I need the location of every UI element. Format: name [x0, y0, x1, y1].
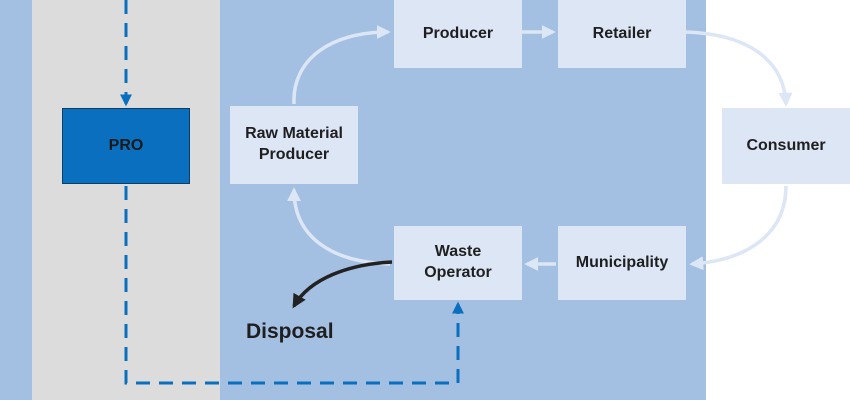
node-municipality: Municipality	[558, 226, 686, 300]
arrow-consumer-to-municipality	[689, 185, 788, 271]
disposal-label: Disposal	[246, 320, 334, 343]
node-retailer: Retailer	[558, 0, 686, 68]
arrow-raw-material-to-producer	[292, 25, 391, 105]
node-pro: PRO	[62, 108, 190, 184]
node-raw-material-producer-line-1: Raw Material	[245, 125, 343, 143]
node-producer-label: Producer	[422, 24, 494, 42]
node-consumer: Consumer	[722, 108, 850, 184]
node-producer: Producer	[394, 0, 522, 68]
node-retailer-label: Retailer	[592, 24, 652, 42]
arrow-waste-operator-to-disposal	[292, 260, 393, 309]
node-waste-operator: Waste Operator	[394, 226, 522, 300]
arrow-waste-operator-to-raw-material	[287, 187, 391, 266]
node-consumer-label: Consumer	[746, 136, 826, 154]
node-pro-label: PRO	[108, 136, 144, 154]
node-municipality-label: Municipality	[575, 253, 669, 271]
node-raw-material-producer-line-2: Producer	[258, 146, 330, 163]
node-raw-material-producer: Raw Material Producer	[230, 106, 358, 184]
node-waste-operator-line-2: Operator	[424, 264, 492, 281]
dashed-arrow-pro-to-waste-operator	[124, 186, 464, 385]
left-blue-band	[0, 0, 32, 400]
node-waste-operator-line-1: Waste	[434, 243, 482, 261]
arrow-retailer-to-consumer	[685, 30, 793, 107]
